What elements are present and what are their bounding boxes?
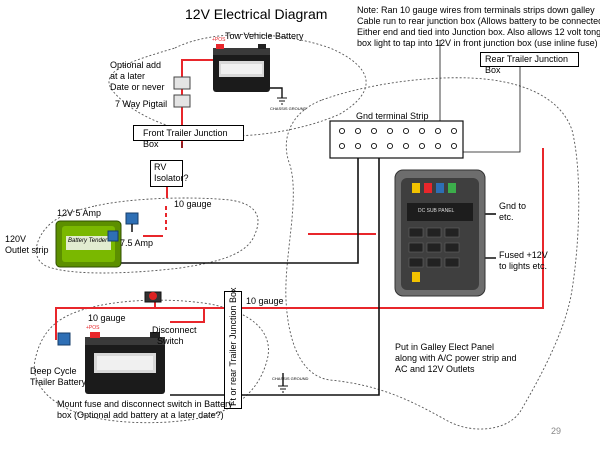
fuse-7-5-amp-label: 7.5 Amp — [120, 238, 154, 248]
gnd-to-line-1: Gnd to — [499, 201, 527, 211]
note-line-1: Note: Ran 10 gauge wires from terminals … — [357, 5, 595, 15]
tender-brand-label: Battery Tender — [68, 238, 108, 244]
battery-fuse-holder — [57, 332, 71, 346]
tow-vehicle-region-outline — [108, 34, 367, 137]
gauge-label-main: 10 gauge — [246, 296, 284, 306]
main-10-gauge-wire — [55, 148, 544, 340]
deep-cycle-line-1: Deep Cycle — [30, 366, 77, 376]
dc-fuse-panel — [394, 169, 486, 297]
tow-battery-label: Tow Vehicle Battery — [225, 31, 304, 41]
mount-fuse-line-2: box (Optional add battery at a later dat… — [57, 410, 224, 420]
optional-add-line-3: Date or never — [110, 82, 165, 92]
front-junction-box: Front Trailer Junction Box — [133, 125, 244, 149]
rv-isolator-line-2: Isolator? — [154, 173, 189, 183]
inline-fuse-7-5-amp — [107, 230, 119, 242]
ground-terminal-strip — [329, 120, 464, 159]
gauge-label-battery: 10 gauge — [88, 313, 126, 323]
gnd-to-line-2: etc. — [499, 212, 514, 222]
pigtail-label: 7 Way Pigtail — [115, 99, 168, 109]
fused-line-1: Fused +12V — [499, 250, 548, 260]
chassis-ground-label-bottom: CHASSIS GROUND — [272, 376, 309, 381]
seven-way-pigtail-plug — [173, 94, 191, 108]
disconnect-line-1: Disconnect — [152, 325, 197, 335]
pos-tag-top: +POS — [212, 37, 226, 43]
leader-lines — [181, 40, 521, 153]
rv-isolator-line-1: RV — [154, 162, 167, 172]
rear-box-leader — [463, 66, 521, 153]
galley-line-1: Put in Galley Elect Panel — [395, 342, 495, 352]
battery-ground-wire — [170, 152, 380, 396]
inline-fuse-5-amp — [125, 212, 139, 232]
disconnect-switch — [144, 291, 162, 303]
deep-cycle-battery — [85, 332, 165, 394]
pos-tag-bottom: +POS — [86, 325, 100, 331]
fused-line-2: to lights etc. — [499, 261, 548, 271]
fuse-5-amp-label: 12V 5 Amp — [57, 208, 102, 218]
rv-isolator-box: RV Isolator? — [150, 160, 189, 187]
trailer-region-outline — [285, 77, 580, 430]
gauge-label-isolator: 10 gauge — [174, 199, 212, 209]
fuse-panel-label: DC SUB PANEL — [418, 208, 455, 214]
note-line-4: box light to tap into 12V in front junct… — [357, 38, 598, 48]
chassis-ground-label-top: CHASSIS GROUND — [270, 106, 307, 111]
deep-cycle-line-2: Trailer Battery — [30, 377, 87, 387]
chassis-ground-symbol-top — [277, 97, 287, 105]
tow-battery-to-front-box-wire — [181, 59, 213, 148]
chassis-ground-symbol-bottom — [278, 385, 288, 393]
tender-ground-wire — [120, 158, 359, 264]
battery-tender — [55, 220, 122, 268]
battery-region-outline — [33, 299, 269, 424]
ft-or-rear-junction-box: Ft or rear Trailer Junction Box — [224, 287, 242, 409]
galley-line-2: along with A/C power strip and — [395, 353, 517, 363]
front-wiring-region-outline — [35, 197, 259, 274]
gnd-strip-label: Gnd terminal Strip — [356, 111, 429, 121]
disconnect-line-2: Switch — [157, 336, 184, 346]
galley-line-3: AC and 12V Outlets — [395, 364, 475, 374]
note-line-2: Cable run to rear junction box (Allows b… — [357, 16, 600, 26]
ft-or-rear-junction-label: Ft or rear Trailer Junction Box — [228, 287, 238, 406]
outlet-strip-line-1: 120V — [5, 234, 27, 244]
optional-add-line-1: Optional add — [110, 60, 162, 70]
note-line-3: Either end and tied into Junction box. A… — [357, 27, 600, 37]
diagram-title: 12V Electrical Diagram — [185, 6, 328, 22]
tow-chassis-ground-wire — [270, 87, 283, 98]
tow-vehicle-battery — [213, 44, 270, 92]
mount-fuse-line-1: Mount fuse and disconnect switch in Batt… — [57, 399, 233, 409]
rear-junction-box: Rear Trailer Junction Box — [480, 52, 579, 75]
optional-add-line-2: at a later — [110, 71, 146, 81]
optional-connector-top — [173, 76, 191, 90]
page-number: 29 — [551, 426, 562, 436]
outlet-strip-line-2: Outlet strip — [5, 245, 49, 255]
battery-positive-wire — [170, 308, 205, 323]
